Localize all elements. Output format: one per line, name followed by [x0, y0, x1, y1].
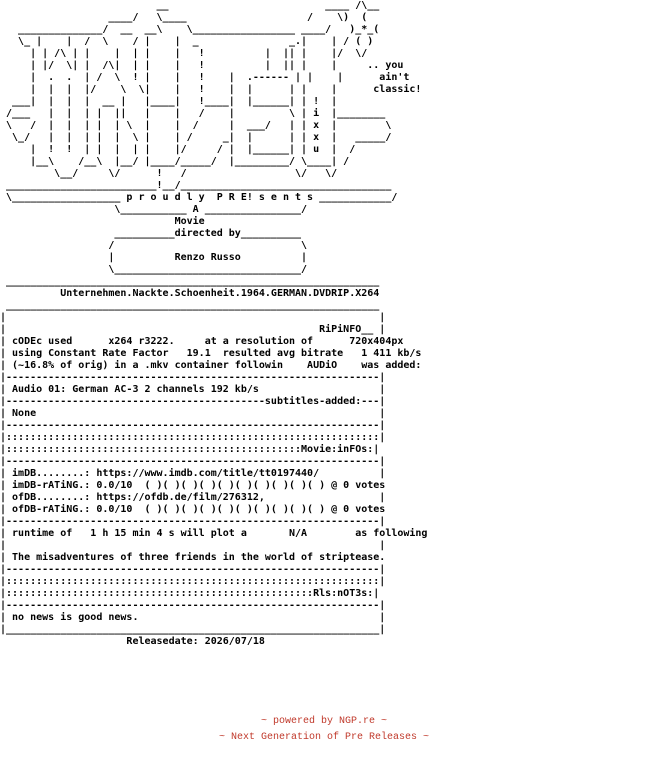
nfo-line: \_/ | | | | | \ | | / _| | | | x | _____… [0, 132, 392, 143]
nfo-line: | runtime of 1 h 15 min 4 s will plot a … [0, 528, 428, 539]
nfo-line: ____/ \____ / \) ( [0, 12, 368, 23]
nfo-line: Movie [0, 216, 205, 227]
nfo-line: ___| | | | __ | |____| !____| |______| |… [0, 96, 338, 107]
nfo-line: Releasedate: 2026/07/18 [0, 636, 265, 647]
nfo-line: | The misadventures of three friends in … [0, 552, 386, 563]
nfo-line: / \ [0, 240, 308, 251]
nfo-line: \_ | | / \ / | | _ _.| | / ( ) [0, 36, 374, 47]
nfo-line: | using Constant Rate Factor 19.1 result… [0, 348, 422, 359]
nfo-line: |---------------------------------------… [0, 516, 386, 527]
powered-by-line: ~ powered by NGP.re ~ [260, 716, 388, 727]
nfo-line: ______________/ __ __\ \________________… [0, 24, 380, 35]
nfo-line: |---------------------------------------… [0, 420, 386, 431]
nfo-line: ________________________________________… [0, 276, 380, 287]
nfo-line: |:::::::::::::::::::::::::::::::::::::::… [0, 432, 386, 443]
nfo-line: |:::::::::::::::::::::::::::::::::::::::… [0, 576, 386, 587]
nfo-line: |:::::::::::::::::::::::::::::::::::::::… [0, 588, 380, 599]
nfo-line: | | /\ | | | | | | ! | || | |/ \/ [0, 48, 368, 59]
nfo-line: | ofDB-rATiNG.: 0.0/10 ( )( )( )( )( )( … [0, 504, 386, 515]
nfo-line: |---------------------------------------… [0, 600, 386, 611]
nfo-line: |---------------------------------------… [0, 564, 386, 575]
nfo-line: \_______________________________/ [0, 264, 308, 275]
nfo-line: | ! ! | | | | | |/ / | |______| | u | / [0, 144, 356, 155]
nfo-line: __ ____ /\__ [0, 0, 380, 11]
nfo-line: | cODEc used x264 r3222. at a resolution… [0, 336, 404, 347]
nfo-line: |---------------------------------------… [0, 372, 386, 383]
nfo-line: Unternehmen.Nackte.Schoenheit.1964.GERMA… [0, 288, 380, 299]
nfo-line: | no news is good news. | [0, 612, 386, 623]
nfo-line: | | | |/ \ \| | ! | | | | | classic! [0, 84, 422, 95]
nfo-line: \ / | | | | | \ | | / | ___/ | | x | \ [0, 120, 392, 131]
nfo-line: | RiPiNFO__ | [0, 324, 386, 335]
nfo-line: |__\ /__\ |__/ |____/_____/ |_________/ … [0, 156, 350, 167]
nfo-line: | . . | / \ ! | | ! | .------ | | | ain'… [0, 72, 410, 83]
nfo-line: | | [0, 540, 386, 551]
nfo-line: /___ | | | | || | | / | \ | i |________ [0, 108, 386, 119]
nfo-line: | ofDB........: https://ofdb.de/film/276… [0, 492, 386, 503]
nfo-line: |:::::::::::::::::::::::::::::::::::::::… [0, 444, 380, 455]
nfo-line: |---------------------------------------… [0, 456, 386, 467]
nfo-line: __________directed by__________ [0, 228, 302, 239]
nfo-line: |---------------------------------------… [0, 396, 386, 407]
nfo-line: | | [0, 312, 386, 323]
nfo-line: _________________________!__/___________… [0, 180, 392, 191]
nfo-line: \___________ A ________________/ [0, 204, 308, 215]
nfo-line: | imDB-rATiNG.: 0.0/10 ( )( )( )( )( )( … [0, 480, 386, 491]
nfo-line: | (~16.8% of orig) in a .mkv container f… [0, 360, 422, 371]
nfo-line: ________________________________________… [0, 300, 380, 311]
nfo-line: | |/ \| | /\| | | | ! | || | | .. you [0, 60, 404, 71]
next-generation-line: ~ Next Generation of Pre Releases ~ [218, 732, 430, 743]
nfo-line: | Audio 01: German AC-3 2 channels 192 k… [0, 384, 386, 395]
nfo-line: |_______________________________________… [0, 624, 386, 635]
nfo-line: \__________________ p r o u d l y P R E!… [0, 192, 398, 203]
nfo-text-block: __ ____ /\__ ____/ \____ / \) ( ________… [0, 0, 428, 647]
nfo-line: \__/ \/ ! / \/ \/ [0, 168, 338, 179]
nfo-line: | Renzo Russo | [0, 252, 308, 263]
nfo-line: | None | [0, 408, 386, 419]
nfo-line: | imDB........: https://www.imdb.com/tit… [0, 468, 386, 479]
